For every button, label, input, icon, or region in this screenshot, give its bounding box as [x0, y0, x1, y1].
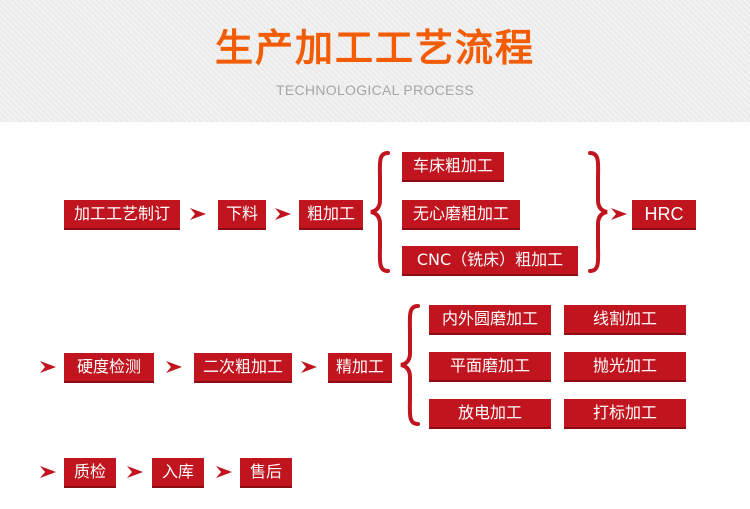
arrow-icon	[166, 361, 182, 373]
step-rough-machining: 粗加工	[299, 200, 363, 230]
arrow-icon	[127, 466, 143, 478]
branch-lathe-rough: 车床粗加工	[402, 152, 504, 182]
step-secondary-rough: 二次粗加工	[194, 353, 292, 383]
branch-centerless-grinding: 无心磨粗加工	[402, 200, 520, 230]
branch-marking: 打标加工	[564, 399, 686, 429]
branch-polishing: 抛光加工	[564, 352, 686, 382]
left-brace-icon	[400, 304, 420, 426]
arrow-icon	[275, 208, 291, 220]
step-finishing: 精加工	[328, 353, 392, 383]
branch-edm: 放电加工	[429, 399, 551, 429]
step-hardness-test: 硬度检测	[64, 353, 154, 383]
step-process-planning: 加工工艺制订	[64, 200, 180, 230]
arrow-icon	[40, 466, 56, 478]
step-quality-check: 质检	[64, 458, 116, 488]
step-cutting: 下料	[218, 200, 266, 230]
arrow-icon	[301, 361, 317, 373]
result-hrc: HRC	[632, 200, 696, 230]
step-warehousing: 入库	[152, 458, 204, 488]
branch-wire-cutting: 线割加工	[564, 305, 686, 335]
header-banner: 生产加工工艺流程 TECHNOLOGICAL PROCESS	[0, 0, 750, 122]
branch-surface-grinding: 平面磨加工	[429, 352, 551, 382]
right-brace-icon	[588, 151, 608, 273]
page-title: 生产加工工艺流程	[214, 26, 535, 70]
arrow-icon	[40, 361, 56, 373]
arrow-icon	[611, 208, 627, 220]
arrow-icon	[190, 208, 206, 220]
arrow-icon	[216, 466, 232, 478]
page-subtitle: TECHNOLOGICAL PROCESS	[276, 82, 474, 98]
left-brace-icon	[370, 151, 390, 273]
branch-cylindrical-grinding: 内外圆磨加工	[429, 305, 551, 335]
branch-cnc-milling: CNC（铣床）粗加工	[402, 246, 578, 276]
step-after-sales: 售后	[240, 458, 292, 488]
